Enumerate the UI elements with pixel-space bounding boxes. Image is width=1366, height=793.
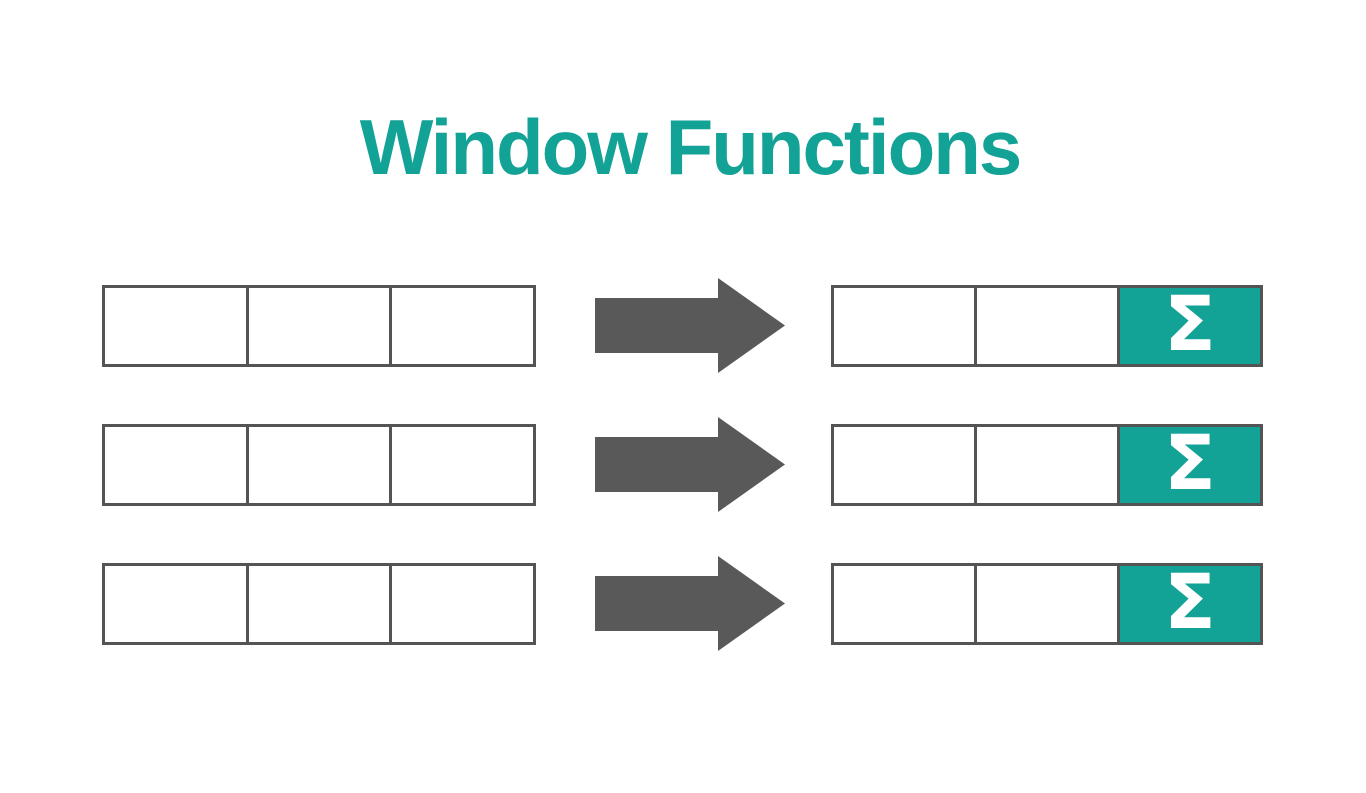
table-cell [974,566,1117,642]
table-cell [245,288,390,364]
table-cell [834,288,974,364]
right-arrow-icon [595,556,785,651]
table-cell [105,427,246,503]
input-row-table [102,424,536,506]
input-row-table [102,285,536,367]
table-cell [834,566,974,642]
sigma-cell: Σ [1117,418,1260,507]
sigma-cell: Σ [1117,279,1260,368]
table-cell [389,427,534,503]
output-row-table: Σ [831,424,1263,506]
page-title: Window Functions [359,103,1023,191]
sigma-icon: Σ [1164,557,1216,646]
table-cell [105,566,246,642]
sigma-cell: Σ [1117,557,1260,646]
right-arrow-icon [595,417,785,512]
table-cell [974,427,1117,503]
table-cell [245,566,390,642]
input-row-table [102,563,536,645]
right-arrow-icon [595,278,785,373]
table-cell [245,427,390,503]
table-cell [974,288,1117,364]
table-cell [389,566,534,642]
output-row-table: Σ [831,563,1263,645]
output-row-table: Σ [831,285,1263,367]
sigma-icon: Σ [1164,279,1216,368]
sigma-icon: Σ [1164,418,1216,507]
table-cell [834,427,974,503]
table-cell [105,288,246,364]
table-cell [389,288,534,364]
